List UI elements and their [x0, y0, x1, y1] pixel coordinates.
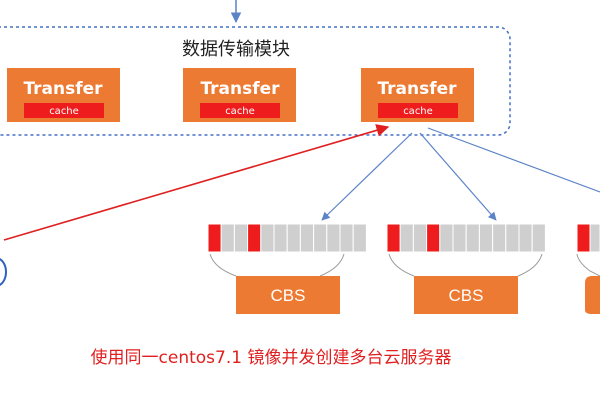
left-node-partial [0, 258, 7, 286]
cbs-box-2-bg [414, 276, 518, 314]
red-arrow [3, 124, 390, 241]
transfer-box-1: Transfer cache [7, 68, 120, 122]
block-1-4-red [247, 223, 262, 253]
block-1-7-gray [286, 223, 301, 253]
transfer-box-1-label: Transfer [23, 79, 103, 99]
cbs-box-2-bracket [388, 253, 543, 277]
transfer-box-2-label: Transfer [200, 79, 280, 99]
block-2-2-gray [399, 223, 414, 253]
block-1-11-gray [339, 223, 354, 253]
block-2-9-gray [492, 223, 507, 253]
block-row-3-partial-gray [589, 223, 600, 253]
block-1-10-gray [326, 223, 341, 253]
caption: 使用同一centos7.1 镜像并发创建多台云服务器 [91, 347, 452, 368]
block-2-5-gray [439, 223, 454, 253]
block-2-11-gray [518, 223, 533, 253]
cbs-box-1-bg [236, 276, 340, 314]
block-2-8-gray [478, 223, 494, 253]
transfer-box-3: Transfer cache [361, 68, 474, 122]
transfer-module-container [0, 26, 511, 136]
block-1-1-red [207, 223, 222, 253]
block-1-2-gray [220, 223, 235, 253]
block-2-4-red [426, 223, 441, 253]
cbs-box-1-bracket [209, 253, 345, 277]
transfer-box-2: Transfer cache [183, 68, 296, 122]
transfer-box-3-label: Transfer [377, 79, 457, 99]
block-2-7-gray [465, 223, 480, 253]
block-row-2 [386, 223, 546, 253]
cbs-box-2: CBS [388, 253, 543, 314]
block-1-12-gray [352, 223, 367, 253]
block-1-3-gray [233, 223, 249, 253]
module-title: 数据传输模块 [182, 39, 290, 60]
block-1-5-gray [260, 223, 275, 253]
transfer-box-2-cache-bg [200, 103, 280, 118]
block-1-9-gray [313, 223, 328, 253]
cbs-box-1: CBS [209, 253, 345, 314]
cbs-box-2-label: CBS [449, 286, 484, 305]
transfer-box-2-cache-label: cache [225, 106, 255, 117]
block-1-8-gray [299, 223, 315, 253]
block-1-6-gray [273, 223, 288, 253]
block-2-3-gray [412, 223, 428, 253]
block-row-3-partial-bracket [576, 253, 600, 277]
transfer-box-3-cache-bg [378, 103, 458, 118]
transfer-box-1-cache-label: cache [49, 106, 79, 117]
transfer-box-1-cache-bg [24, 103, 104, 118]
block-row-3-partial-red [576, 223, 591, 253]
block-2-1-red [386, 223, 401, 253]
fanout-arrow-2 [419, 132, 497, 221]
cbs-box-3-partial [585, 276, 600, 314]
fanout-arrow-1 [321, 132, 413, 221]
fanout-arrow-3 [427, 127, 600, 193]
transfer-box-3-cache-label: cache [403, 106, 433, 117]
block-2-6-gray [452, 223, 467, 253]
block-2-12-gray [531, 223, 546, 253]
block-2-10-gray [505, 223, 520, 253]
block-row-1 [207, 223, 367, 253]
cbs-box-1-label: CBS [271, 286, 306, 305]
